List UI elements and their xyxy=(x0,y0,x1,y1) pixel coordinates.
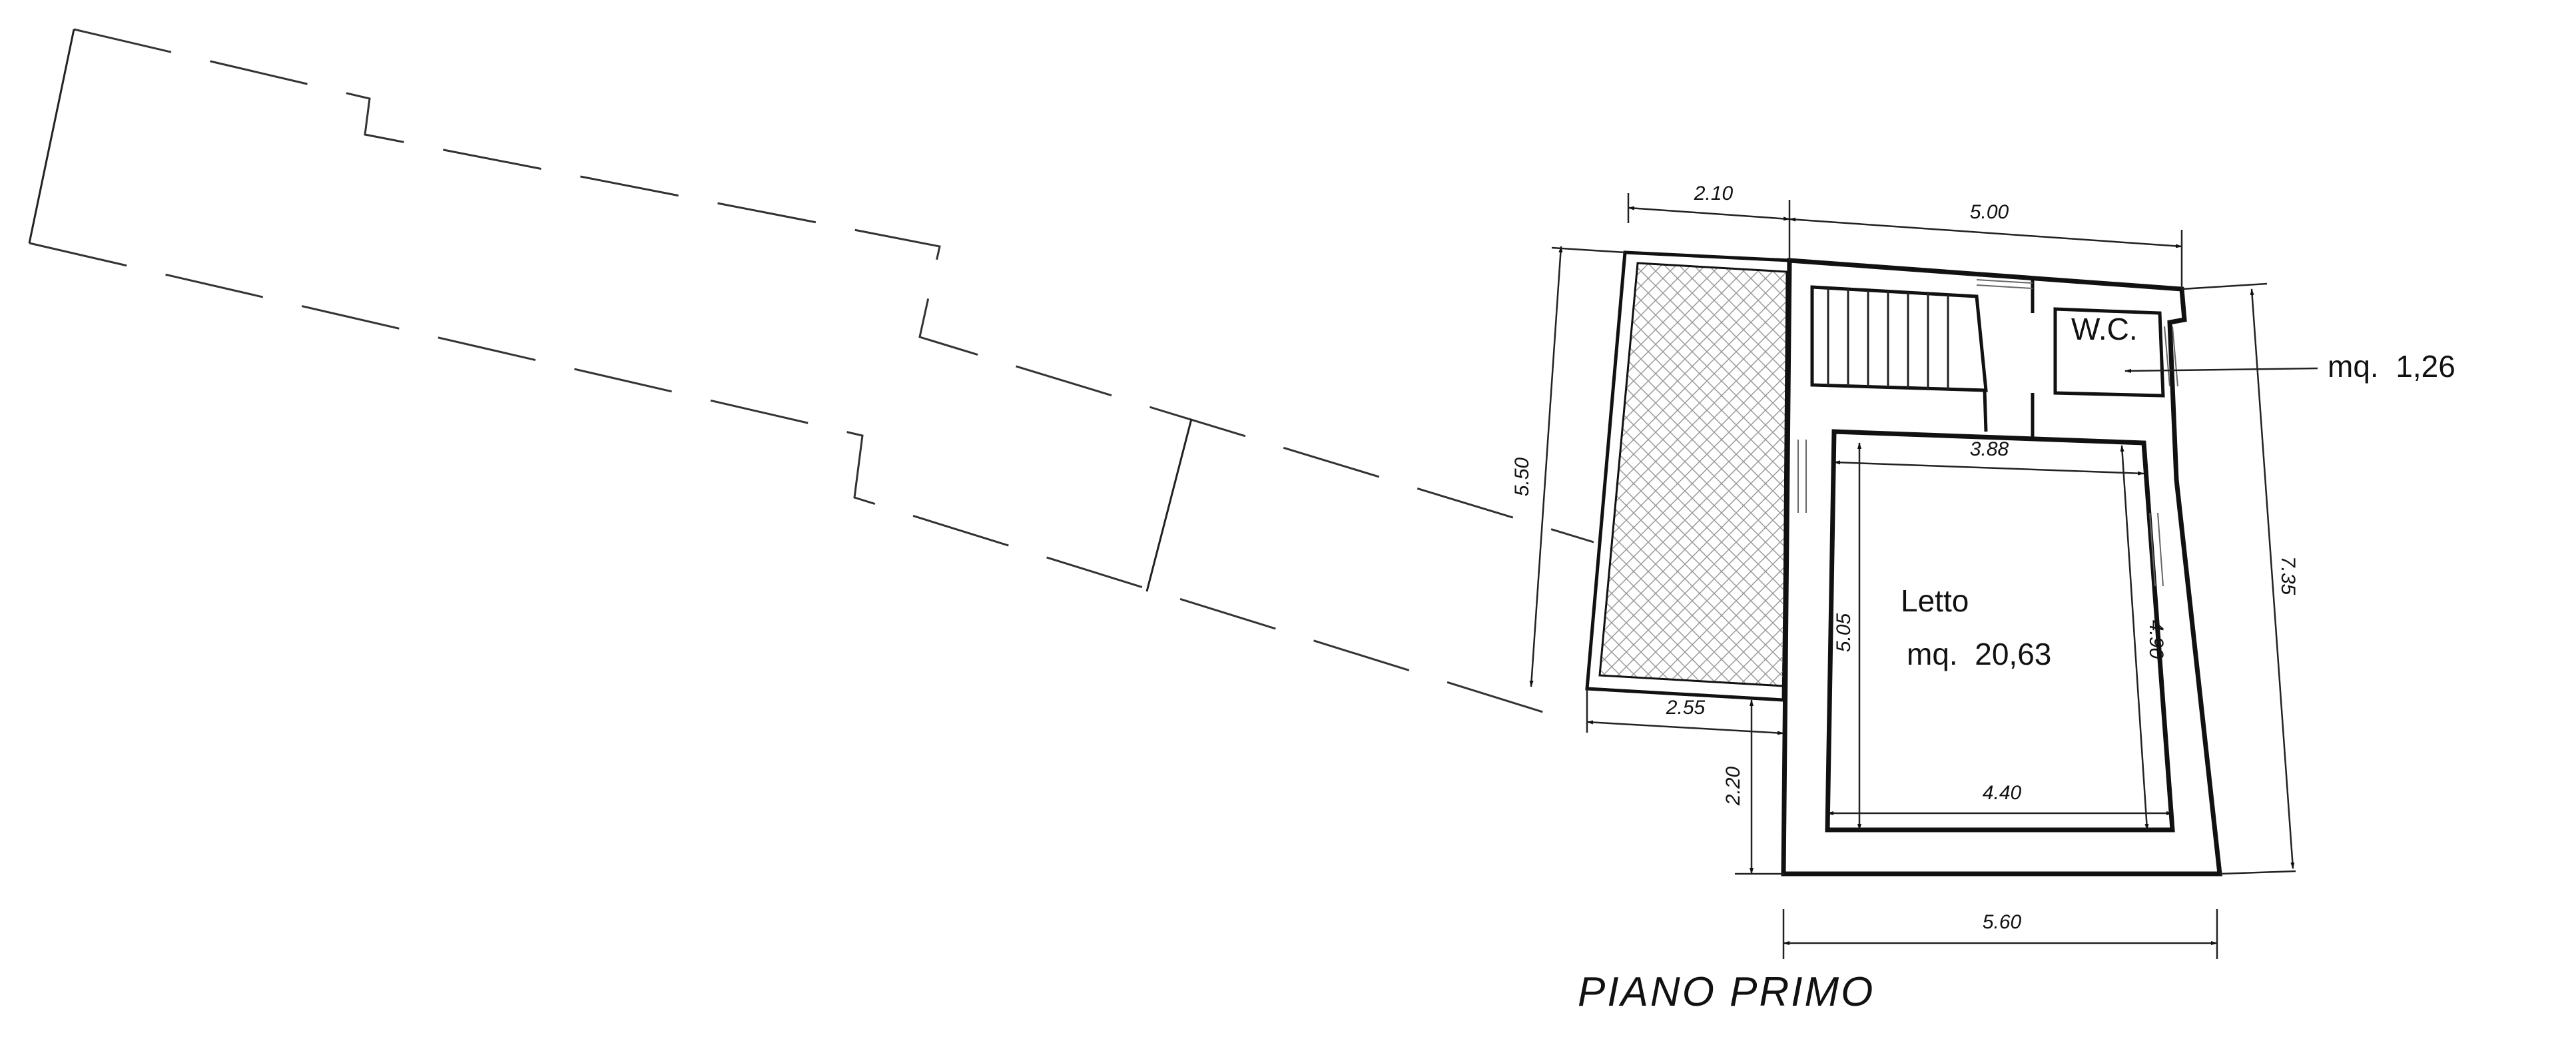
dim-5-00: 5.00 xyxy=(1970,201,2009,223)
dim-2-10: 2.10 xyxy=(1694,182,1734,204)
dim-5-50: 5.50 xyxy=(1511,457,1533,496)
wc-room xyxy=(2053,307,2165,398)
wc-area-label: mq. 1,26 xyxy=(2328,349,2455,384)
dim-2-20: 2.20 xyxy=(1722,766,1744,806)
dim-5-05: 5.05 xyxy=(1833,613,1855,652)
windows xyxy=(1797,279,2178,587)
wc-area-leader xyxy=(2124,367,2318,373)
dim-4-90: 4.90 xyxy=(2145,620,2167,659)
letto-label: Letto xyxy=(1901,583,1969,618)
dim-2-55: 2.55 xyxy=(1666,697,1706,719)
dimension-lines xyxy=(1529,193,2318,959)
wc-label: W.C. xyxy=(2071,312,2138,346)
dim-4-40: 4.40 xyxy=(1983,782,2022,804)
letto-area-label: mq. 20,63 xyxy=(1907,637,2051,671)
dim-3-88: 3.88 xyxy=(1970,438,2009,460)
dim-7-35: 7.35 xyxy=(2277,556,2299,595)
adjacent-building-outline xyxy=(28,28,1594,724)
plan-title: PIANO PRIMO xyxy=(1578,969,1875,1015)
terrace xyxy=(1585,250,1791,702)
building-walls xyxy=(1781,258,2222,876)
dim-5-60: 5.60 xyxy=(1983,911,2022,933)
stairs xyxy=(1810,285,1988,392)
stair-treads xyxy=(1827,288,1949,390)
